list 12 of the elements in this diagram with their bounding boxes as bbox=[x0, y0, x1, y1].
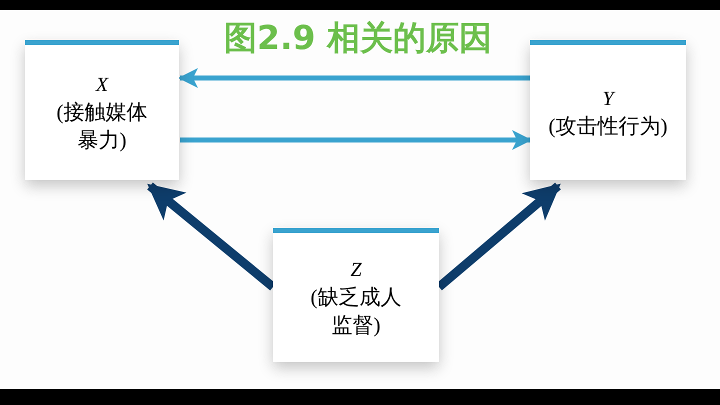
variable-box bbox=[530, 40, 686, 180]
figure-title: 图2.9 相关的原因 bbox=[223, 17, 493, 59]
variable-description: (缺乏成人监督) bbox=[310, 284, 402, 338]
variable-description: (攻击性行为) bbox=[548, 112, 668, 140]
arrow bbox=[180, 130, 532, 150]
variable-label: Z bbox=[350, 258, 362, 282]
variable-label: X bbox=[96, 72, 108, 98]
variable-description: (接触媒体暴力) bbox=[56, 98, 148, 154]
variable-label: Y bbox=[602, 86, 614, 112]
arrow bbox=[178, 68, 530, 88]
variable-box bbox=[273, 228, 439, 362]
variable-box bbox=[25, 40, 179, 180]
